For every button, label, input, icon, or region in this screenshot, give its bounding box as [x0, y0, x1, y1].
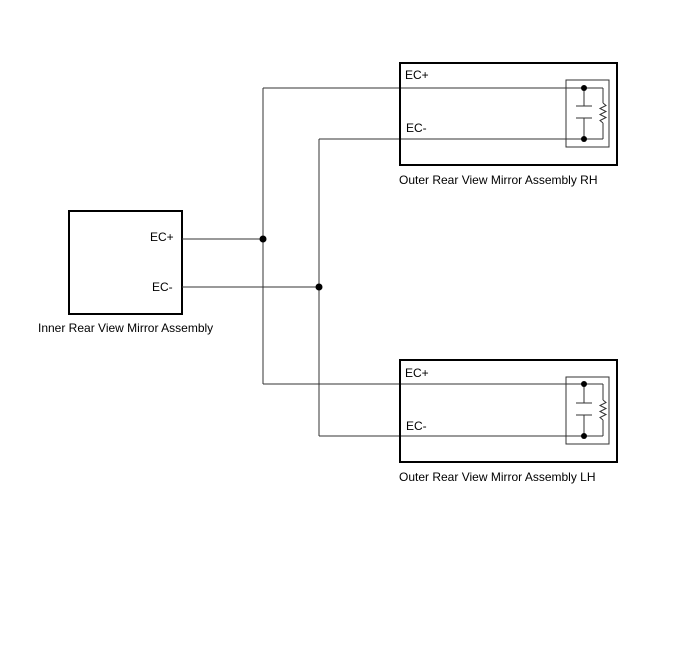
resistor-zigzag: [598, 102, 608, 124]
terminal-dot: [581, 136, 587, 142]
outer-mirror-lh-pin-ec-plus: EC+: [405, 366, 429, 380]
wires: [182, 87, 584, 437]
junctions: [259, 235, 323, 291]
inner-mirror-title: Inner Rear View Mirror Assembly: [38, 321, 213, 335]
ec-element-lh: [565, 376, 610, 445]
outer-mirror-rh: EC+ EC- Outer Rear View Mirror Assembly …: [399, 62, 618, 187]
outer-mirror-rh-title: Outer Rear View Mirror Assembly RH: [399, 173, 598, 187]
inner-mirror-box: [68, 210, 183, 315]
ec-element-lh-frame: [565, 376, 610, 445]
outer-mirror-lh-pin-ec-minus: EC-: [406, 419, 427, 433]
terminal-dot: [581, 381, 587, 387]
outer-mirror-lh: EC+ EC- Outer Rear View Mirror Assembly …: [399, 359, 618, 484]
ec-element-rh: [565, 79, 610, 148]
outer-mirror-rh-pin-ec-minus: EC-: [406, 121, 427, 135]
junction-ec-plus: [259, 235, 267, 243]
ec-element-rh-frame: [565, 79, 610, 148]
inner-mirror-assembly: EC+ EC- Inner Rear View Mirror Assembly: [38, 210, 213, 335]
terminal-dot: [581, 85, 587, 91]
junction-ec-minus: [315, 283, 323, 291]
outer-mirror-lh-title: Outer Rear View Mirror Assembly LH: [399, 470, 596, 484]
inner-mirror-pin-ec-minus: EC-: [152, 280, 173, 294]
terminal-dot: [581, 433, 587, 439]
inner-mirror-pin-ec-plus: EC+: [150, 230, 174, 244]
outer-mirror-rh-box: [399, 62, 618, 166]
outer-mirror-lh-box: [399, 359, 618, 463]
outer-mirror-rh-pin-ec-plus: EC+: [405, 68, 429, 82]
resistor-zigzag: [598, 399, 608, 421]
